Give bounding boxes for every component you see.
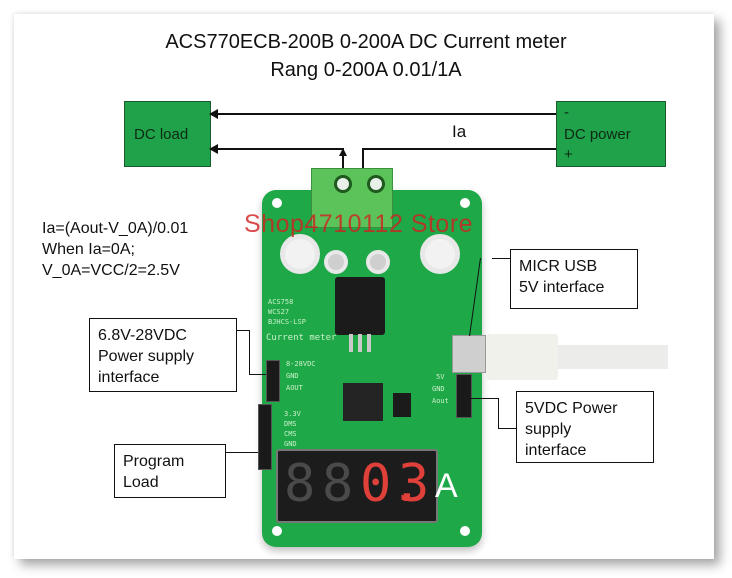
mount-hole bbox=[272, 526, 282, 536]
sensor-leg bbox=[349, 334, 353, 352]
silk-product: Current meter bbox=[266, 333, 337, 343]
leader-line bbox=[226, 452, 258, 453]
leader-line bbox=[498, 428, 516, 429]
formula-line-1: Ia=(Aout-V_0A)/0.01 bbox=[42, 220, 189, 237]
microcontroller-chip bbox=[343, 383, 383, 421]
usb-cable-plug bbox=[486, 334, 558, 380]
display-digit-3: 0. bbox=[360, 454, 423, 514]
wire-terminal-rise bbox=[342, 152, 344, 174]
silk-sensor-1: ACS758 bbox=[268, 298, 294, 306]
sensor-leg bbox=[367, 334, 371, 352]
formula-line-3: V_0A=VCC/2=2.5V bbox=[42, 262, 180, 279]
arrow-left-icon bbox=[209, 109, 218, 119]
usb-cable bbox=[558, 345, 668, 369]
bus-bar-hole-right bbox=[420, 234, 460, 274]
formula-block: Ia=(Aout-V_0A)/0.01 When Ia=0A; V_0A=VCC… bbox=[42, 218, 188, 281]
mount-hole bbox=[460, 526, 470, 536]
dc-power-minus: - bbox=[564, 104, 569, 121]
leader-line bbox=[237, 330, 249, 331]
callout-power-6v8-line-3: interface bbox=[98, 369, 160, 386]
program-header bbox=[258, 404, 272, 470]
callout-micro-usb-line-1: MICR USB bbox=[519, 258, 598, 275]
seven-segment-display: 8 8 0. 3 bbox=[276, 449, 438, 523]
wire-positive-drop bbox=[362, 148, 364, 174]
leader-line bbox=[249, 330, 250, 374]
dc-load-label: DC load bbox=[134, 126, 189, 143]
silk-prog-1: 3.3V bbox=[284, 410, 301, 418]
silk-right-header-1: 5V bbox=[436, 373, 445, 381]
callout-program-load: Program Load bbox=[114, 444, 226, 498]
callout-power-5v: 5VDC Power supply interface bbox=[516, 391, 654, 463]
display-digit-1: 8 bbox=[284, 454, 316, 514]
wire-load-return bbox=[214, 148, 344, 150]
callout-power-6v8: 6.8V-28VDC Power supply interface bbox=[89, 318, 237, 392]
power-header-6v8-28v bbox=[266, 360, 280, 402]
dc-power-plus: + bbox=[564, 146, 573, 163]
silk-left-header-2: GND bbox=[286, 372, 299, 380]
callout-power-5v-line-1: 5VDC Power bbox=[525, 400, 618, 417]
display-unit: A bbox=[435, 467, 458, 505]
callout-power-6v8-line-1: 6.8V-28VDC bbox=[98, 327, 187, 344]
title-line-2: Rang 0-200A 0.01/1A bbox=[270, 59, 462, 81]
leader-line bbox=[249, 374, 266, 375]
bus-bar-hole-left bbox=[280, 234, 320, 274]
wire-negative bbox=[214, 113, 556, 115]
sensor-leg bbox=[358, 334, 362, 352]
callout-power-5v-line-2: supply bbox=[525, 421, 572, 438]
arrow-left-icon bbox=[209, 144, 218, 154]
current-sensor-ic bbox=[335, 277, 385, 335]
arrow-up-icon bbox=[339, 148, 347, 156]
dc-power-box: - DC power + bbox=[556, 101, 666, 167]
watermark: Shop4710112 Store bbox=[244, 210, 474, 238]
silk-prog-2: DMS bbox=[284, 420, 297, 428]
leader-line bbox=[470, 398, 498, 399]
callout-power-5v-line-3: interface bbox=[525, 442, 587, 459]
silk-sensor-3: BJHCS-LSP bbox=[268, 318, 306, 326]
display-digit-2: 8 bbox=[322, 454, 354, 514]
micro-usb-port bbox=[452, 335, 486, 373]
leader-line bbox=[492, 258, 510, 259]
current-label: Ia bbox=[452, 122, 467, 141]
mount-hole bbox=[460, 198, 470, 208]
wire-positive-in bbox=[364, 148, 556, 150]
mount-hole bbox=[272, 198, 282, 208]
callout-program-load-line-1: Program bbox=[123, 453, 185, 470]
regulator-chip bbox=[393, 393, 411, 417]
callout-program-load-line-2: Load bbox=[123, 474, 159, 491]
screw-icon bbox=[334, 175, 352, 193]
leader-line bbox=[498, 398, 499, 428]
screw-icon bbox=[367, 175, 385, 193]
callout-micro-usb-line-2: 5V interface bbox=[519, 279, 605, 296]
callout-micro-usb: MICR USB 5V interface bbox=[510, 249, 638, 309]
formula-line-2: When Ia=0A; bbox=[42, 241, 135, 258]
silk-left-header-1: 8-28VDC bbox=[286, 360, 316, 368]
via-ring bbox=[366, 250, 390, 274]
silk-right-header-2: GND bbox=[432, 385, 445, 393]
dc-load-box: DC load bbox=[124, 101, 211, 167]
via-ring bbox=[324, 250, 348, 274]
dc-power-label: DC power bbox=[564, 126, 631, 143]
silk-sensor-2: WCS27 bbox=[268, 308, 290, 316]
silk-left-header-3: AOUT bbox=[286, 384, 303, 392]
silk-right-header-3: Aout bbox=[432, 397, 449, 405]
pcb-board: ACS758 WCS27 BJHCS-LSP Current meter 8-2… bbox=[262, 190, 482, 547]
title-line-1: ACS770ECB-200B 0-200A DC Current meter bbox=[165, 31, 567, 53]
callout-power-6v8-line-2: Power supply bbox=[98, 348, 195, 365]
display-digit-4: 3 bbox=[398, 454, 430, 514]
silk-prog-4: GND bbox=[284, 440, 297, 448]
screw-terminal bbox=[311, 168, 393, 228]
silk-prog-3: CMS bbox=[284, 430, 297, 438]
power-header-5v bbox=[456, 374, 472, 418]
